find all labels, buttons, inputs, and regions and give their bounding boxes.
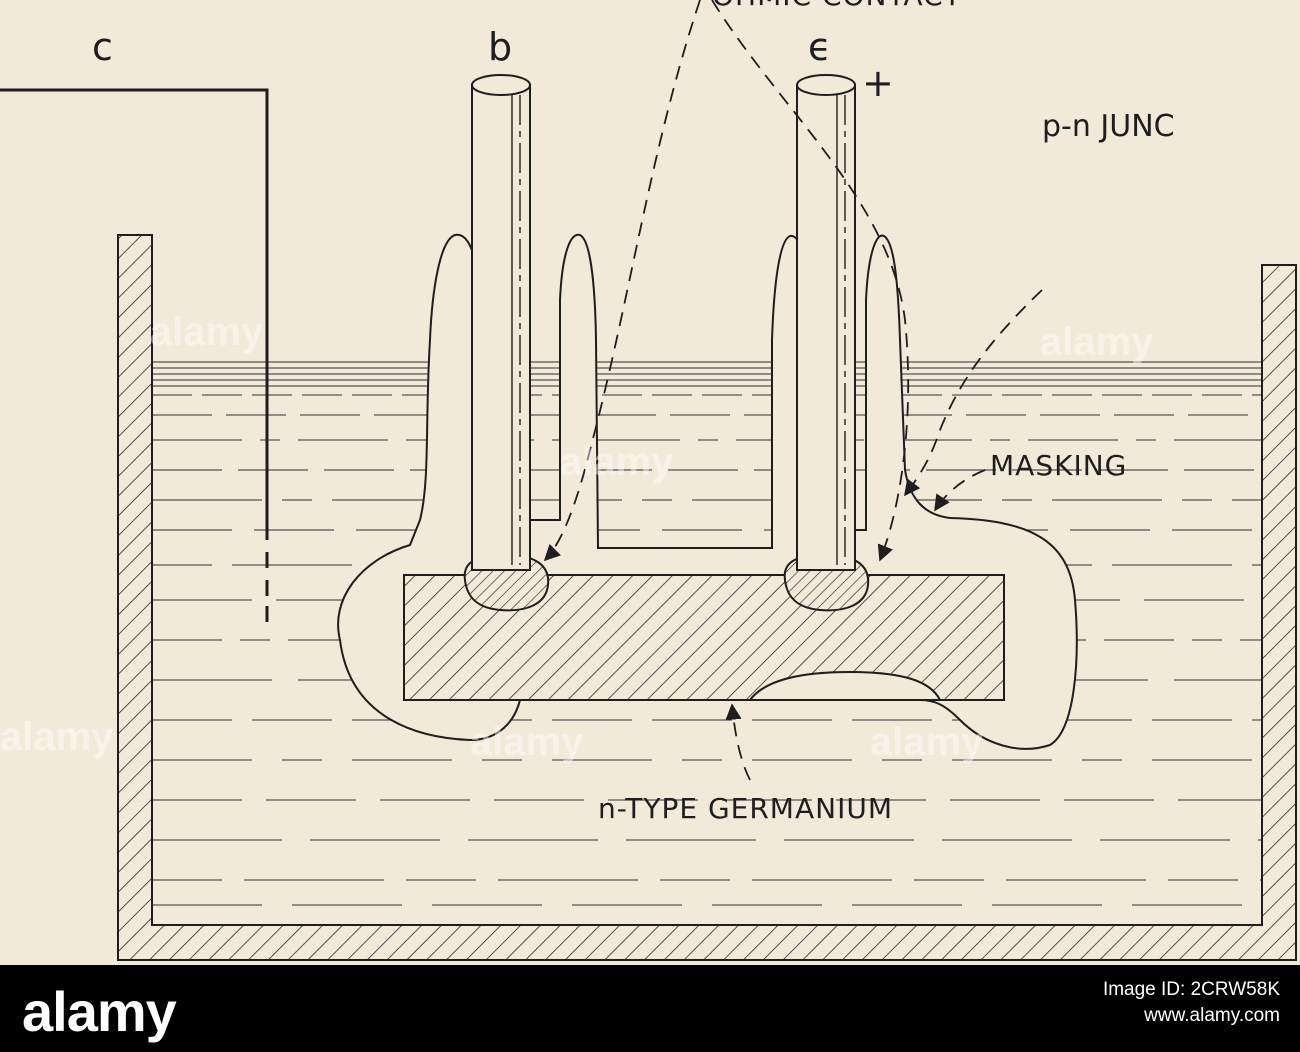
germanium-label: n-TYPE GERMANIUM: [598, 792, 893, 825]
electrolytic-etching-diagram: [0, 0, 1297, 961]
site-url[interactable]: www.alamy.com: [1144, 1005, 1280, 1026]
germanium-wafer: [403, 574, 1005, 701]
germanium-leader: [725, 703, 751, 781]
footer-logo[interactable]: alamy: [22, 980, 177, 1043]
watermark: alamy: [470, 720, 584, 764]
image-id: Image ID: 2CRW58K: [1102, 979, 1280, 1000]
pn-junction-leader: [904, 289, 1043, 497]
collector-label: c: [92, 25, 113, 69]
watermark: alamy: [1040, 320, 1154, 364]
masking-label: MASKING: [990, 449, 1128, 482]
diagram-area: c b ϵ + OHMIC CONTACT p-n JUNC MASKING n…: [0, 0, 1300, 965]
pn-junction-label: p-n JUNC: [1042, 109, 1175, 144]
ohmic-contact-label: OHMIC CONTACT: [712, 0, 962, 10]
base-label: b: [488, 25, 513, 69]
base-wire: [463, 74, 550, 612]
watermark: alamy: [150, 310, 264, 354]
footer-bar: alamy Image ID: 2CRW58K www.alamy.com: [0, 965, 1300, 1052]
watermark: alamy: [560, 440, 674, 484]
watermark: alamy: [0, 715, 114, 759]
emitter-label: ϵ: [808, 25, 832, 69]
watermark: alamy: [870, 720, 984, 764]
collector-electrode: [0, 88, 269, 622]
footer-info: Image ID: 2CRW58K www.alamy.com: [950, 977, 1280, 1029]
ohmic-contact-leader-base: [543, 0, 701, 562]
etching-tank: [117, 234, 1297, 961]
emitter-wire: [783, 74, 870, 612]
plus-label: +: [862, 61, 894, 105]
masking-leader: [934, 469, 986, 512]
leader-lines: [543, 0, 1043, 781]
